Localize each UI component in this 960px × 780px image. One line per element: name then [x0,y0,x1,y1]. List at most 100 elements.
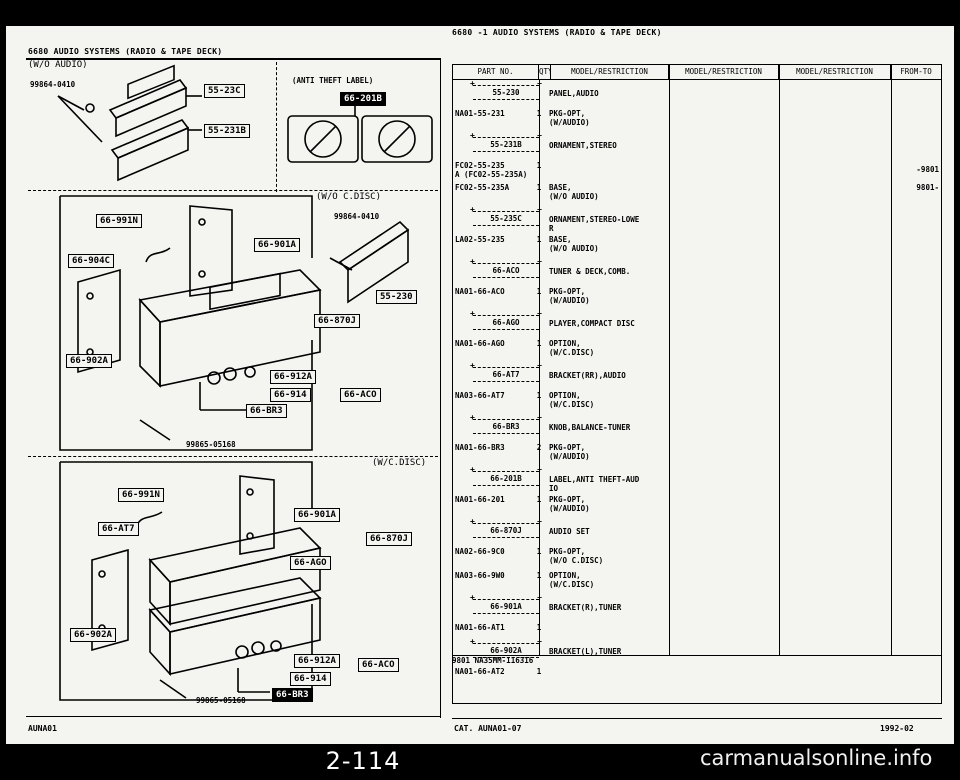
part-number: NA01-66-AGO [455,339,505,348]
quantity: 2 [536,443,542,452]
quantity: 1 [536,161,542,170]
part-number: LA02-55-235 [455,235,505,244]
part-number: FC02-55-235A [455,183,510,192]
table-row: NA01-66-ACO 1 PKG-OPT, (W/AUDIO) [453,287,941,311]
col-rule-3 [779,65,780,655]
left-page-title: 6680 AUDIO SYSTEMS (RADIO & TAPE DECK) [28,47,223,56]
part-number: NA03-66-AT7 [455,391,505,400]
callout-66-901a: 66-901A [254,238,300,252]
parts-table: PART NO. QTY MODEL/RESTRICTION MODEL/RES… [452,64,942,704]
callout-66-aco-cdisc: 66-ACO [358,658,399,672]
table-group: 66-AT7BRACKET(RR),AUDIO NA03-66-AT7 1 OPTI… [453,359,941,415]
quantity: 1 [536,339,542,348]
ref-number: 66-AGO [470,307,542,330]
ref-description: PLAYER,COMPACT DISC [549,319,635,328]
callout-66-914: 66-914 [270,388,311,402]
ref-description: PANEL,AUDIO [549,89,599,98]
ref-description: BRACKET(R),TUNER [549,603,622,612]
section-label-wo-audio: (W/O AUDIO) [28,60,88,70]
serial-note: 9801 NA35MM-116316 [452,656,534,665]
callout-55-231b: 55-231B [204,124,250,138]
part-number: NA01-66-BR3 [455,443,505,452]
ref-description: ORNAMENT,STEREO-LOWE R [549,215,640,233]
callout-66-991n: 66-991N [96,214,142,228]
table-row: NA01-66-AT1 1 [453,623,941,639]
table-group: 66-ACO TUNER & DECK,COMB. NA01-66-ACO 1 PKG… [453,255,941,311]
table-bottom-rule [453,655,941,656]
table-group: 66-AGO PLAYER,COMPACT DISC NA01-66-AGO 1 OP… [453,307,941,363]
callout-55-230: 55-230 [376,290,417,304]
col-header-qty: QTY [539,65,551,79]
ref-number: 66-201B [470,463,542,486]
restriction: PKG-OPT, (W/AUDIO) [549,109,590,127]
ref-description: BRACKET(RR),AUDIO [549,371,626,380]
section-label-wo-cdisc: (W/O C.DISC) [316,192,382,202]
footer-catalog-code: AUNA01 [28,724,57,733]
restriction: BASE, (W/O AUDIO) [549,235,599,253]
ref-number: 55-231B [470,129,542,152]
part-number: NA01-66-ACO [455,287,505,296]
callout-66-870j: 66-870J [314,314,360,328]
from-to: -9801 [916,165,939,174]
part-number: NA01-66-201 [455,495,505,504]
quantity: 1 [536,287,542,296]
quantity: 1 [536,623,542,632]
table-row: FC02-55-235 A (FC02-55-235A)1-9801 [453,161,941,183]
left-right-rule [440,58,441,718]
part-number: NA01-55-231 [455,109,505,118]
ref-description: KNOB,BALANCE-TUNER [549,423,631,432]
quantity: 1 [536,183,542,192]
table-row: NA03-66-AT7 1 OPTION, (W/C.DISC) [453,391,941,415]
callout-66-ago: 66-AGO [290,556,331,570]
footer-catalog-number: CAT. AUNA01-07 [454,724,522,733]
quantity: 1 [536,391,542,400]
table-row: NA01-55-231 1 PKG-OPT, (W/AUDIO) [453,109,941,133]
ref-number: 66-901A [470,591,542,614]
right-page-title: 6680 -1 AUDIO SYSTEMS (RADIO & TAPE DECK… [452,28,662,37]
ref-description: AUDIO SET [549,527,590,536]
callout-66-aco: 66-ACO [340,388,381,402]
col-rule-2 [669,65,670,655]
quantity: 1 [536,667,542,676]
col-rule-4 [891,65,892,655]
col-header-model-3: MODEL/RESTRICTION [779,65,891,79]
restriction: PKG-OPT, (W/AUDIO) [549,495,590,513]
callout-66-901a-cdisc: 66-901A [294,508,340,522]
quantity: 1 [536,235,542,244]
restriction: PKG-OPT, (W/AUDIO) [549,443,590,461]
ref-description: TUNER & DECK,COMB. [549,267,631,276]
from-to: 9801- [916,183,939,192]
part-number: NA02-66-9C0 [455,547,505,556]
restriction: OPTION, (W/C.DISC) [549,391,595,409]
ref-number: 66-AT7 [470,359,542,382]
ref-description: ORNAMENT,STEREO [549,141,617,150]
callout-66-912a-cdisc: 66-912A [294,654,340,668]
ref-number: 66-ACO [470,255,542,278]
col-header-part-no: PART NO. [453,65,539,79]
col-header-model-1: MODEL/RESTRICTION [551,65,669,79]
col-header-model-2: MODEL/RESTRICTION [669,65,779,79]
col-header-from-to: FROM-TO [900,67,932,76]
section-label-anti-theft: (ANTI THEFT LABEL) [292,76,374,85]
callout-66-201b: 66-201B [340,92,386,106]
section-divider-1 [28,190,438,191]
restriction: PKG-OPT, (W/AUDIO) [549,287,590,305]
restriction: BASE, (W/O AUDIO) [549,183,599,201]
ref-description: BRACKET(L),TUNER [549,647,622,656]
callout-66-at7: 66-AT7 [98,522,139,536]
callout-66-912a: 66-912A [270,370,316,384]
part-number: NA01-66-AT1 [455,623,505,632]
section-divider-2 [28,456,438,457]
table-group: 55-235CORNAMENT,STEREO-LOWE R LA02-55-23… [453,203,941,259]
callout-66-904c: 66-904C [68,254,114,268]
table-group: 66-201BLABEL,ANTI THEFT-AUD IO NA01-66-2… [453,463,941,519]
table-group: 55-231BORNAMENT,STEREO FC02-55-235 A (FC… [453,129,941,207]
quantity: 1 [536,109,542,118]
restriction: OPTION, (W/C.DISC) [549,339,595,357]
